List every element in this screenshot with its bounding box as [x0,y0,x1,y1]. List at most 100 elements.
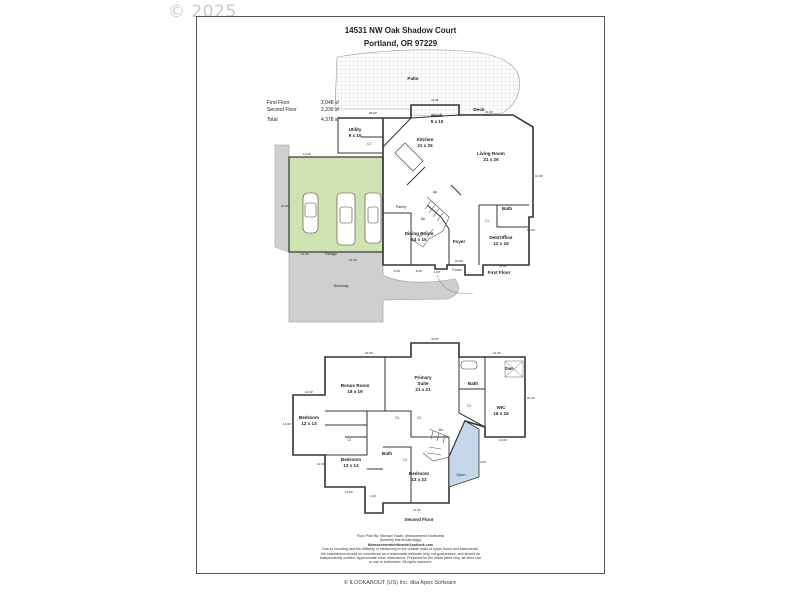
credit-line-1: Floor Plan By: Michael Tsaah, Measuremen… [356,534,445,538]
dim-garage-side: 12.00' [303,152,312,156]
address-line-1: 14531 NW Oak Shadow Court [344,26,457,35]
bathtub [460,360,478,370]
label-living-size: 21 x 26 [483,157,499,162]
label-deck: Deck [474,107,485,112]
label-den-size: 12 x 15 [493,241,509,246]
driveway-side-strip [274,144,290,253]
label-kitchen-size: 21 x 25 [417,143,433,148]
credit-line-3: Measurementnorthwest@outlook.com [367,542,434,547]
utility-room-walls [337,118,383,154]
stairs-second-floor [422,428,450,462]
label-bedroom-1: Bedroom [299,415,319,420]
label-wic: WIC [497,405,507,410]
label-bonus-size: 18 x 19 [347,389,363,394]
label-dining-size: 14 x 15 [411,237,427,242]
stairs-first-floor [410,196,450,248]
label-bedroom-2-size: 13 x 14 [343,463,359,468]
label-den: Den/Office [490,235,513,240]
label-porch: Porch [452,268,461,272]
label-bedroom-2: Bedroom [341,457,361,462]
dim-bedroom1-left: 14.00' [283,422,292,426]
label-closet-primary-1: Cl [395,416,399,420]
dim-wic-right: 23.00' [527,396,536,400]
dim-bedroom3-bottom: 14.00' [413,508,422,512]
label-bedroom-3: Bedroom [409,471,429,476]
label-kitchen: Kitchen [417,137,434,142]
label-utility-size: 9 x 10 [349,133,362,138]
label-wic-size: 16 x 16 [493,411,509,416]
label-bath-hall: Bath [382,451,392,456]
floor-plan-drawing: Patio Nook 9 x 10 Deck Utility 9 x 10 Ki… [274,49,544,522]
dim-bath-top: 21.00' [493,351,502,355]
credit-line-6: independently verified. Approximate room… [319,556,482,561]
label-primary: Primary [414,375,432,380]
label-foyer: Foyer [453,239,466,244]
credit-line-5: the calculations should be considered as… [320,551,481,556]
dim-hall: 1.00' [370,494,377,498]
dim-nook-top: 11.00' [431,98,439,102]
label-closet-den: Cl [485,219,489,223]
dim-garage-bl: 12.50' [301,252,310,256]
label-utility: Utility [349,127,362,132]
label-stairs-up: Up [433,190,438,194]
dim-utility-top: 28.00' [369,111,378,115]
dim-wic-bottom: 12.00' [499,438,508,442]
label-open: Open [456,473,465,477]
label-pantry: Pantry [396,205,407,209]
open-to-below-area [448,420,480,488]
dim-dining-left: 2.00' [394,269,401,273]
label-closet-bed1: Cl [347,438,351,442]
label-stairs-dn: Dn [421,217,426,221]
shower [504,360,524,378]
label-closet-bed3: Cl [403,458,407,462]
label-closet-utility: Cl [367,142,371,146]
credit-line-2: (formerly Harris Astrology) [379,538,422,543]
label-living: Living Room [477,151,505,156]
label-bath-first: Bath [502,206,512,211]
label-nook-size: 9 x 10 [431,119,444,124]
dim-dining-bottom: 8.00' [416,269,423,273]
dim-living-right: 16.00' [535,174,544,178]
dim-open-right: 3.00' [480,460,487,464]
label-bath-second: Bath [468,381,478,386]
label-closet-wic: Cl [467,404,471,408]
dim-garage-left: 20.00' [281,204,290,208]
label-primary-suite: Suite [417,381,429,386]
dim-bedroom2-bottom: 14.00' [345,490,354,494]
dim-bonus-top: 20.00' [365,351,374,355]
porch-step [436,274,474,294]
floor-plan-sheet: 14531 NW Oak Shadow Court Portland, OR 9… [196,16,605,574]
credit-line-7: or use is authorized. All rights reserve… [369,560,432,565]
label-stairs-dn-second: Dn [439,428,444,432]
label-patio: Patio [407,76,418,81]
label-bedroom-3-size: 13 x 22 [411,477,427,482]
dim-den-right: 13.00' [527,228,536,232]
label-bedroom-1-size: 12 x 13 [301,421,317,426]
dim-porch-left: 4.00' [434,270,441,274]
label-swr: Swr [505,366,514,371]
dim-den-bottom: 15.00' [499,264,508,268]
driveway-area [288,251,459,323]
label-bonus: Bonus Room [341,383,370,388]
dim-foyer-bottom: 10.00' [455,259,464,263]
second-floor-outline [292,342,526,514]
label-closet-primary-2: Cl [417,416,421,420]
credits-block: Floor Plan By: Michael Tsaah, Measuremen… [197,534,604,565]
address-line-2: Portland, OR 97229 [363,39,438,48]
label-second-floor-title: Second Floor [404,517,434,522]
label-driveway: Driveway [334,284,349,288]
page-footer: © ILOOKABOUT (US) Inc. dba Apex Software [343,580,457,586]
dim-deck: 21.00' [485,110,494,114]
interior-walls [382,114,529,265]
credit-line-4: Due to rounding and the difficulty in me… [322,547,479,552]
kitchen-island [394,142,424,172]
dim-garage-bottom: 21.00' [349,258,358,262]
first-floor-outline [338,104,534,276]
label-dining: Dining Room [405,231,434,236]
label-first-floor-title: First Floor [488,270,511,275]
label-primary-size: 21 x 21 [415,387,431,392]
label-garage: Garage [325,252,337,256]
